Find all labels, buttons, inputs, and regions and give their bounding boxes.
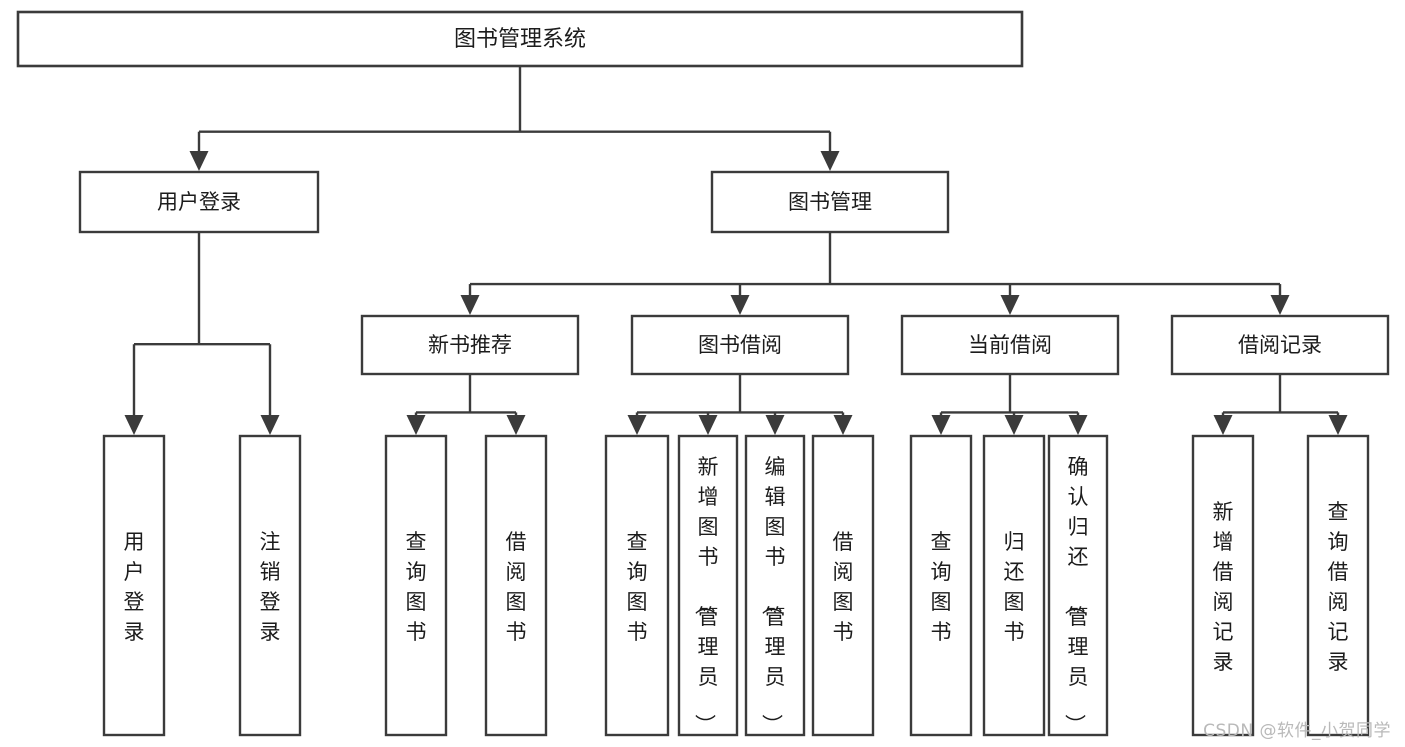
node-label: 用户登录 bbox=[157, 190, 241, 214]
node-layer: 图书管理系统用户登录图书管理新书推荐图书借阅当前借阅借阅记录用户登录注销登录查询… bbox=[16, 10, 1390, 737]
csdn-watermark: CSDN @软件_小贺同学 bbox=[1203, 721, 1391, 741]
node-box bbox=[484, 434, 548, 737]
root-node-root[interactable]: 图书管理系统 bbox=[16, 10, 1024, 68]
leaf-label: 注销登录 bbox=[260, 530, 281, 644]
level3-node-current-borrow[interactable]: 当前借阅 bbox=[900, 314, 1120, 376]
node-box bbox=[982, 434, 1046, 737]
node-label: 图书借阅 bbox=[698, 333, 782, 357]
leaf-node-leaf-logout[interactable]: 注销登录 bbox=[238, 434, 302, 737]
leaf-label: 查询图书 bbox=[627, 530, 648, 644]
node-box bbox=[16, 10, 1024, 68]
leaf-node-leaf-return-book[interactable]: 归还图书 bbox=[982, 434, 1046, 737]
node-box bbox=[1306, 434, 1370, 737]
leaf-label: 查询借阅记录 bbox=[1328, 500, 1349, 674]
node-box bbox=[102, 434, 166, 737]
node-box bbox=[630, 314, 850, 376]
leaf-node-leaf-query-book-2[interactable]: 查询图书 bbox=[604, 434, 670, 737]
leaf-label: 编辑图书（管理员） bbox=[760, 455, 786, 735]
node-box bbox=[909, 434, 973, 737]
leaf-node-leaf-query-book-3[interactable]: 查询图书 bbox=[909, 434, 973, 737]
node-box bbox=[1170, 314, 1390, 376]
edge-group-root bbox=[189, 66, 840, 171]
node-label: 新书推荐 bbox=[428, 333, 512, 357]
leaf-node-leaf-user-login[interactable]: 用户登录 bbox=[102, 434, 166, 737]
leaf-label: 借阅图书 bbox=[506, 530, 527, 644]
node-box bbox=[811, 434, 875, 737]
leaf-label: 归还图书 bbox=[1004, 530, 1025, 644]
edge-group-book-borrow bbox=[627, 374, 853, 435]
node-box bbox=[1191, 434, 1255, 737]
node-box bbox=[1047, 434, 1109, 737]
level3-node-borrow-record[interactable]: 借阅记录 bbox=[1170, 314, 1390, 376]
leaf-node-leaf-edit-book[interactable]: 编辑图书（管理员） bbox=[744, 434, 806, 737]
leaf-node-leaf-borrow-book-2[interactable]: 借阅图书 bbox=[811, 434, 875, 737]
leaf-node-leaf-add-record[interactable]: 新增借阅记录 bbox=[1191, 434, 1255, 737]
leaf-node-leaf-query-book-1[interactable]: 查询图书 bbox=[384, 434, 448, 737]
edge-group-book-management bbox=[460, 232, 1290, 315]
node-box bbox=[78, 170, 320, 234]
node-label: 图书管理系统 bbox=[454, 27, 586, 52]
node-box bbox=[604, 434, 670, 737]
node-box bbox=[384, 434, 448, 737]
connector-layer bbox=[124, 66, 1348, 435]
node-label: 借阅记录 bbox=[1238, 333, 1322, 357]
node-label: 当前借阅 bbox=[968, 333, 1052, 357]
node-box bbox=[360, 314, 580, 376]
leaf-label: 用户登录 bbox=[124, 530, 145, 644]
node-label: 图书管理 bbox=[788, 190, 872, 214]
node-box bbox=[710, 170, 950, 234]
level2-node-book-management[interactable]: 图书管理 bbox=[710, 170, 950, 234]
edge-group-borrow-record bbox=[1213, 374, 1348, 435]
leaf-node-leaf-query-record[interactable]: 查询借阅记录 bbox=[1306, 434, 1370, 737]
leaf-label: 确认归还（管理员） bbox=[1063, 455, 1089, 735]
leaf-label: 查询图书 bbox=[931, 530, 952, 644]
leaf-label: 借阅图书 bbox=[833, 530, 854, 644]
level3-node-new-book-recommend[interactable]: 新书推荐 bbox=[360, 314, 580, 376]
leaf-label: 新增借阅记录 bbox=[1213, 500, 1234, 674]
node-box bbox=[744, 434, 806, 737]
node-box bbox=[238, 434, 302, 737]
edge-group-new-book-recommend bbox=[406, 374, 526, 435]
level3-node-book-borrow[interactable]: 图书借阅 bbox=[630, 314, 850, 376]
node-box bbox=[900, 314, 1120, 376]
edge-group-current-borrow bbox=[931, 374, 1088, 435]
leaf-node-leaf-add-book[interactable]: 新增图书（管理员） bbox=[677, 434, 739, 737]
level2-node-user-login[interactable]: 用户登录 bbox=[78, 170, 320, 234]
leaf-node-leaf-confirm-return[interactable]: 确认归还（管理员） bbox=[1047, 434, 1109, 737]
leaf-label: 查询图书 bbox=[406, 530, 427, 644]
leaf-label: 新增图书（管理员） bbox=[693, 455, 719, 735]
node-box bbox=[677, 434, 739, 737]
edge-group-user-login bbox=[124, 232, 280, 435]
leaf-node-leaf-borrow-book-1[interactable]: 借阅图书 bbox=[484, 434, 548, 737]
